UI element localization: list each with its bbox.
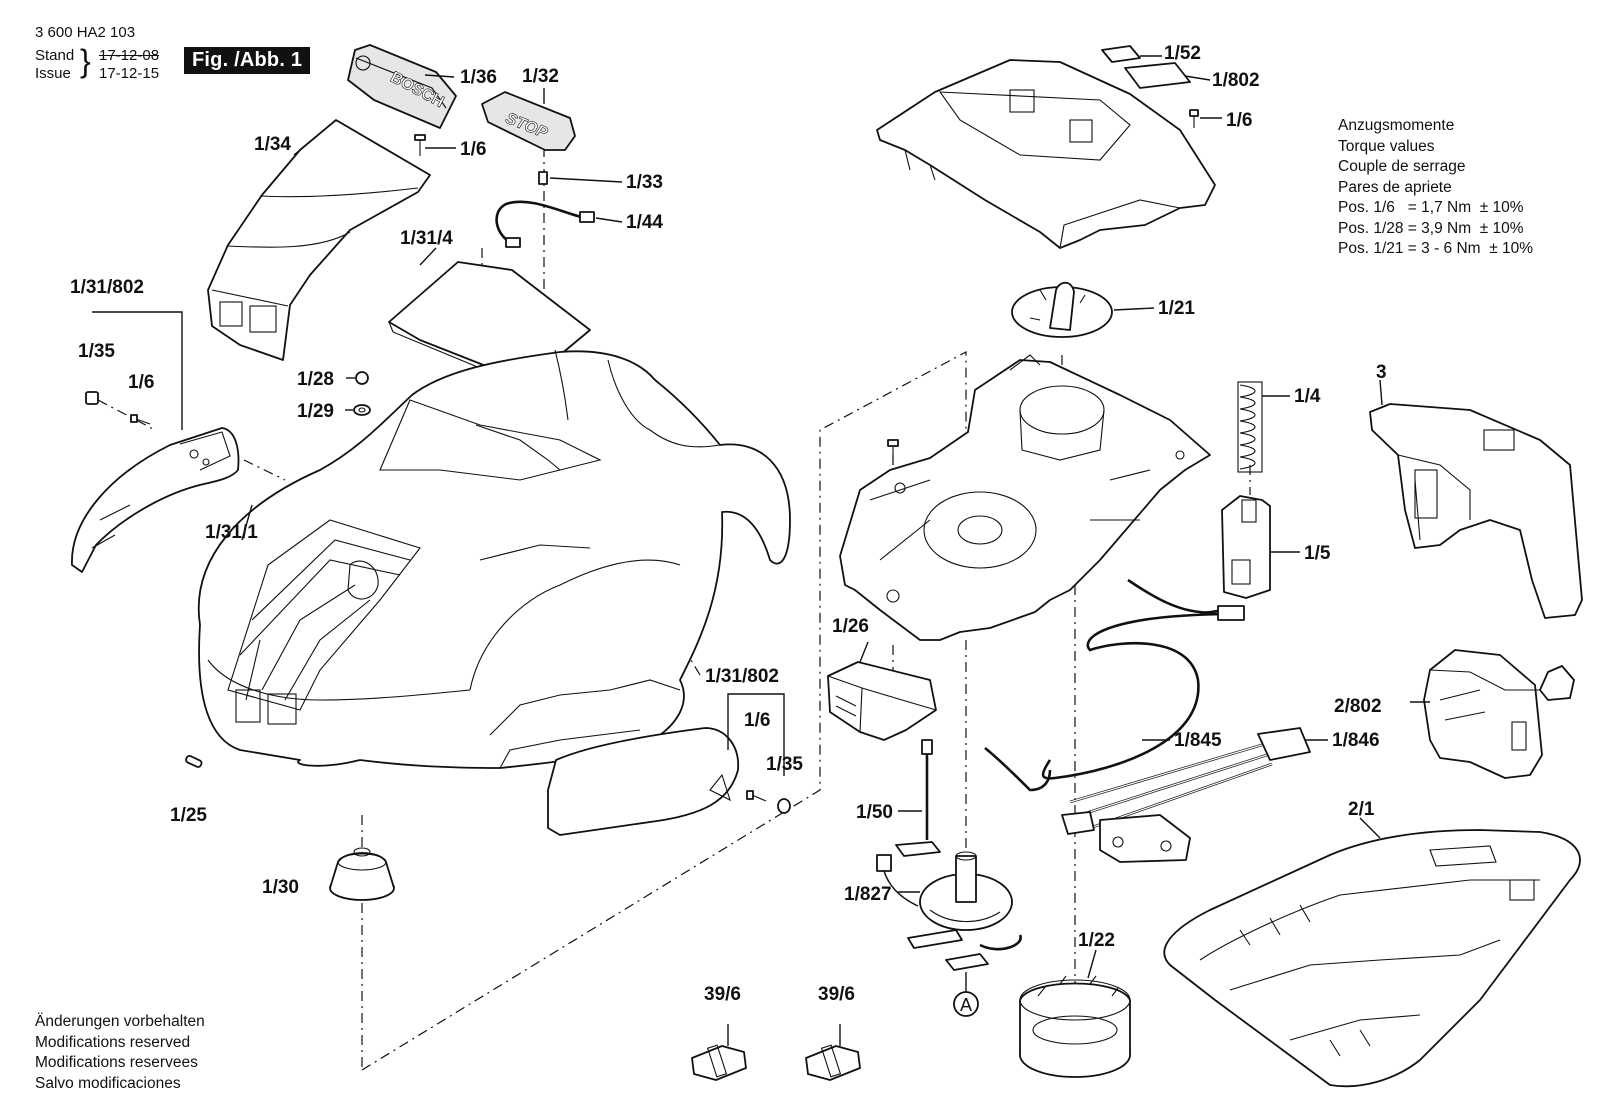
label-1-25: 1/25 — [170, 805, 207, 826]
torque-line: Torque values — [1338, 137, 1435, 155]
part-1-28-nut — [355, 371, 369, 385]
label-1-50: 1/50 — [856, 802, 893, 823]
part-1-31-802-right-trim — [547, 727, 739, 836]
torque-line: Pos. 1/28 = 3,9 Nm ± 10% — [1338, 219, 1524, 237]
torque-line: Couple de serrage — [1338, 158, 1466, 175]
part-1-50-sensor-strip — [895, 739, 941, 857]
modification-notes: Änderungen vorbehalten Modifications res… — [35, 1012, 205, 1094]
part-2-1-charging-plate — [1163, 829, 1581, 1088]
label-1-22: 1/22 — [1078, 930, 1115, 951]
label-1-35-right: 1/35 — [766, 754, 803, 775]
note-line: Modifications reservees — [35, 1054, 198, 1071]
label-1-802: 1/802 — [1212, 70, 1260, 91]
part-1-36-logo-cover: BOSCH — [347, 44, 457, 129]
reference-marker-a — [953, 972, 979, 1017]
brace-icon: } — [80, 43, 91, 79]
part-1-34-front-cover — [207, 119, 431, 361]
issue-label: Issue — [35, 65, 71, 82]
part-labels: 1/36 1/32 1/6 1/34 1/33 1/44 1/31/4 1/31… — [70, 43, 1387, 1015]
part-39-6-connector-a — [691, 1024, 747, 1081]
part-1-32-stop-button: STOP — [481, 91, 576, 151]
torque-line: Anzugsmomente — [1338, 117, 1455, 134]
label-1-5: 1/5 — [1304, 543, 1331, 564]
label-1-35-left: 1/35 — [78, 341, 115, 362]
part-1-31-1-main-housing — [197, 349, 791, 769]
label-1-44: 1/44 — [626, 212, 663, 233]
label-2-802: 2/802 — [1334, 696, 1382, 717]
part-1-4-spring — [1237, 381, 1263, 473]
label-1-34: 1/34 — [254, 134, 291, 155]
label-1-30: 1/30 — [262, 877, 299, 898]
label-1-29: 1/29 — [297, 401, 334, 422]
part-1-827-motor — [876, 851, 1022, 971]
stand-date: 17-12-08 — [99, 47, 160, 64]
label-1-21: 1/21 — [1158, 298, 1195, 319]
note-line: Salvo modificaciones — [35, 1074, 181, 1092]
label-1-827: 1/827 — [844, 884, 892, 905]
part-1-6-screw-top — [1189, 109, 1199, 128]
label-39-6-b: 39/6 — [818, 984, 855, 1005]
label-3: 3 — [1376, 362, 1387, 383]
part-39-6-connector-b — [805, 1024, 861, 1081]
label-1-6-left: 1/6 — [128, 372, 154, 393]
part-1-802-label — [1124, 62, 1191, 89]
part-1-21-dial — [1011, 281, 1113, 338]
part-1-5-holder — [1221, 495, 1271, 599]
figure-label: Fig. /Abb. 1 — [184, 47, 311, 74]
note-line: Modifications reserved — [35, 1033, 191, 1051]
label-1-31-802-left: 1/31/802 — [70, 277, 144, 298]
part-3-rear-cover — [1369, 403, 1583, 619]
part-1-31-802-left-trim — [71, 427, 240, 573]
torque-line: Pares de apriete — [1338, 178, 1452, 196]
label-1-6-right: 1/6 — [744, 710, 770, 731]
part-1-30-seal — [329, 847, 395, 901]
label-39-6-a: 39/6 — [704, 984, 741, 1005]
part-1-6-screw-a — [414, 134, 426, 156]
part-1-29-washer — [353, 404, 371, 416]
top-cover — [876, 59, 1216, 249]
part-1-6-screw-left — [130, 414, 151, 425]
document-number: 3 600 HA2 103 — [35, 24, 136, 41]
part-1-26-sensor — [827, 661, 937, 741]
label-1-845: 1/845 — [1174, 730, 1222, 751]
label-1-31-1: 1/31/1 — [205, 522, 258, 543]
part-1-22-blade-guard — [1019, 975, 1131, 1078]
label-1-28: 1/28 — [297, 369, 334, 390]
chassis — [839, 354, 1211, 641]
label-1-33: 1/33 — [626, 172, 663, 193]
part-1-35-clip-right — [777, 798, 791, 814]
part-1-25-pin — [185, 754, 203, 768]
part-1-6-screw-right — [746, 790, 767, 802]
label-1-32: 1/32 — [522, 66, 559, 87]
label-a: A — [960, 995, 972, 1015]
part-1-845-cable — [984, 578, 1245, 792]
leader-lines — [241, 55, 1430, 979]
torque-line: Pos. 1/6 = 1,7 Nm ± 10% — [1338, 199, 1524, 216]
part-1-846-harness — [1061, 727, 1311, 863]
label-1-31-4: 1/31/4 — [400, 228, 453, 249]
part-2-802-charger-top — [1423, 649, 1575, 779]
label-1-36: 1/36 — [460, 67, 497, 88]
label-1-26: 1/26 — [832, 616, 869, 637]
part-1-35-clip-left — [85, 391, 99, 405]
label-2-1: 2/1 — [1348, 799, 1375, 820]
issue-date: 17-12-15 — [99, 65, 160, 82]
label-1-6-top: 1/6 — [1226, 110, 1252, 131]
stand-label: Stand — [35, 47, 75, 64]
note-line: Änderungen vorbehalten — [35, 1013, 205, 1030]
label-1-31-802-right: 1/31/802 — [705, 666, 779, 687]
torque-line: Pos. 1/21 = 3 - 6 Nm ± 10% — [1338, 240, 1534, 257]
part-1-33-pin — [538, 171, 548, 185]
label-1-6-a: 1/6 — [460, 139, 486, 160]
label-1-52: 1/52 — [1164, 43, 1201, 64]
label-1-846: 1/846 — [1332, 730, 1380, 751]
part-1-52-label — [1101, 45, 1141, 63]
label-1-4: 1/4 — [1294, 386, 1321, 407]
chassis-screw — [887, 439, 899, 462]
part-1-44-cable — [495, 200, 595, 248]
torque-values: Anzugsmomente Torque values Couple de se… — [1338, 116, 1533, 260]
